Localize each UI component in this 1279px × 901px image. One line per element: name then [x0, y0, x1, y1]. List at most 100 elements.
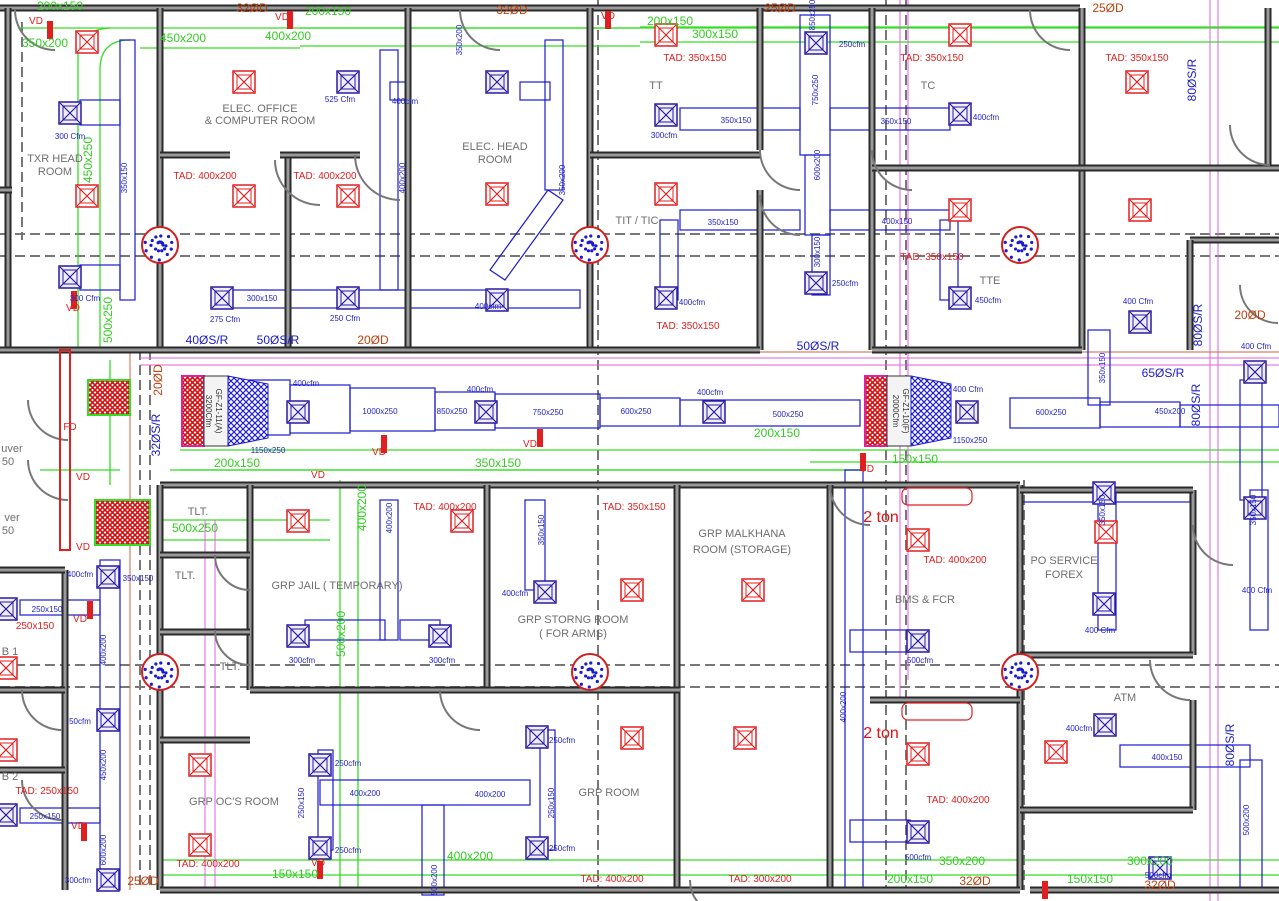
supply-duct-label: 350x150 [1098, 352, 1107, 383]
damper-label: VD [76, 542, 90, 553]
supply-duct-label: 400cfm [1066, 724, 1093, 733]
volume-damper-icon [537, 429, 543, 447]
supply-duct-label: 350x150 [708, 218, 739, 227]
damper-label: VD [372, 447, 386, 458]
room-label: uver [1, 443, 23, 455]
return-grille-icon [188, 753, 212, 777]
equipment-tag-label: 2000Cfm [891, 395, 900, 428]
transfer-air-duct-label: TAD: 400x200 [413, 502, 477, 513]
supply-duct-label: 400cfm [973, 113, 1000, 122]
supply-duct-segment [1239, 379, 1263, 501]
supply-duct-label: 250 Cfm [330, 314, 361, 323]
room-label: ELEC. OFFICE [222, 103, 297, 115]
return-grille-icon [336, 184, 360, 208]
volume-damper-icon [47, 21, 53, 39]
volume-damper-icon [81, 823, 87, 841]
air-handling-units [59, 349, 973, 721]
supply-duct-label: 300cfm [65, 876, 92, 885]
return-grille-icon [75, 30, 99, 54]
supply-duct-label: 300x150 [247, 294, 278, 303]
supply-duct-segment [544, 39, 564, 191]
supply-duct-segment [844, 469, 864, 891]
door-swing-icon [459, 9, 501, 51]
fresh-air-duct-size-label: 200x150 [647, 14, 693, 28]
supply-diffuser-icon [308, 836, 332, 860]
room-label: TC [921, 80, 936, 92]
supply-duct-segment [811, 234, 831, 296]
supply-duct-label: 500x250 [773, 410, 804, 419]
supply-duct-label: 400 Cfm [1085, 626, 1116, 635]
damper-label: VD [29, 16, 43, 27]
flexible-connector [910, 375, 952, 447]
door-swing-icon [829, 484, 871, 526]
damper-label: VD [860, 464, 874, 475]
volume-damper-icon [1042, 881, 1048, 899]
room-label: GRP JAIL ( TEMPORARY) [271, 580, 402, 592]
damper-label: VD [76, 472, 90, 483]
drain-size-label: 25ØD [764, 1, 796, 15]
door-swing-icon [274, 159, 321, 206]
supply-duct-label: 400cfm [502, 589, 529, 598]
supply-duct-label: 400cfm [467, 385, 494, 394]
supply-duct-label: 350x150 [721, 116, 752, 125]
fresh-air-duct-size-label: 500x200 [334, 611, 348, 657]
supply-duct-label: 350x200 [558, 164, 567, 195]
supply-diffuser-icon [1093, 713, 1117, 737]
door-swing-icon [354, 154, 401, 201]
door-swing-icon [1229, 124, 1271, 166]
supply-duct-label: 850x250 [437, 407, 468, 416]
drain-size-label: 32ØD [1144, 878, 1176, 892]
room-label: ELEC. HEAD [462, 141, 527, 153]
supply-duct-label: 850x250 [808, 0, 817, 30]
supply-duct-label: 600x250 [621, 407, 652, 416]
door-swing-icon [14, 9, 56, 51]
supply-duct-label: 250cfm [839, 40, 866, 49]
return-grille-icon [450, 509, 474, 533]
supply-duct-label: 300cfm [651, 131, 678, 140]
fresh-air-duct-size-label: 400x200 [355, 485, 369, 531]
fresh-air-duct-size-label: 200x150 [214, 456, 260, 470]
supply-duct-label: 400x200 [99, 634, 108, 665]
supply-diffuser-icon [948, 286, 972, 310]
supply-duct-label: 350x150 [123, 574, 154, 583]
supply-diffuser-icon [286, 400, 310, 424]
supply-duct-label: 1000x250 [362, 407, 398, 416]
supply-duct-label: 500cfm [1145, 871, 1172, 880]
return-grille-icon [0, 738, 18, 762]
return-grille-icon [733, 726, 757, 750]
fresh-air-unit [94, 499, 151, 546]
supply-duct-label: 400cfm [697, 388, 724, 397]
room-label: TXR HEAD [27, 153, 83, 165]
supply-diffuser-icon [804, 271, 828, 295]
volume-damper-icon [605, 11, 611, 29]
damper-label: VD [311, 858, 325, 869]
return-grille-icon [1094, 520, 1118, 544]
supply-duct-label: 600x200 [99, 834, 108, 865]
door-swing-icon [27, 459, 69, 501]
fresh-air-duct-size-label: 450x200 [160, 31, 206, 45]
supply-duct-label: 50cfm [69, 717, 91, 726]
supply-duct-label: 350x150 [1249, 494, 1258, 525]
supply-diffuser-icon [804, 31, 828, 55]
supply-diffuser-icon [654, 103, 678, 127]
flexible-connector [227, 375, 269, 447]
pipe-size-label: 80ØS/R [1189, 383, 1203, 426]
supply-diffuser-icon [948, 102, 972, 126]
supply-duct-label: 400x200 [398, 162, 407, 193]
door-swing-icon [439, 689, 481, 731]
air-handling-unit [203, 375, 229, 447]
pipe-size-label: 50ØS/R [797, 339, 840, 353]
supply-diffuser-icon [0, 597, 18, 621]
door-swing-icon [214, 629, 251, 666]
fresh-air-duct-size-label: 200x150 [887, 872, 933, 886]
supply-duct-label: 350x150 [120, 162, 129, 193]
supply-duct-label: 450x200 [1155, 407, 1186, 416]
door-swing-icon [689, 879, 699, 901]
pipe-size-label: 65ØS/R [1142, 366, 1185, 380]
supply-diffuser-icon [906, 629, 930, 653]
supply-duct-label: 250cfm [549, 736, 576, 745]
supply-duct-label: 400x150 [1152, 753, 1183, 762]
return-grille-icon [75, 184, 99, 208]
supply-duct-label: 400 Cfm [1241, 342, 1272, 351]
damper-label: VD [311, 470, 325, 481]
